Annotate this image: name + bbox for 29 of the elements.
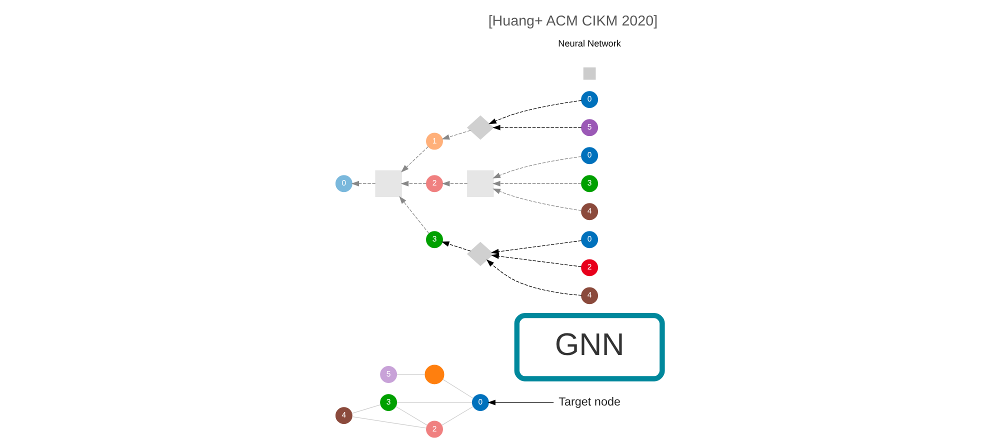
arrow <box>399 196 430 234</box>
connector <box>396 406 428 426</box>
diagram-title: [Huang+ ACM CIKM 2020] <box>488 13 658 30</box>
arrow <box>488 100 582 124</box>
connector <box>352 404 381 414</box>
node-text: Target node <box>558 394 621 408</box>
node-box: GNN <box>514 312 665 381</box>
arrow <box>401 146 429 172</box>
arrow <box>442 130 471 140</box>
node-box <box>467 170 494 196</box>
node-diamond <box>466 114 494 140</box>
legend-label: Neural Network <box>558 38 621 48</box>
arrow <box>492 124 582 130</box>
arrow <box>351 180 376 186</box>
arrow <box>442 180 468 186</box>
arrow <box>491 253 582 267</box>
arrow <box>486 258 582 296</box>
connector <box>442 378 474 398</box>
node-circle <box>424 364 444 384</box>
node-box <box>375 170 402 196</box>
connector <box>441 406 474 426</box>
arrow <box>488 399 554 405</box>
arrow <box>490 240 582 254</box>
arrow <box>492 156 582 178</box>
arrow <box>441 240 471 251</box>
connector <box>352 416 427 428</box>
arrow <box>400 180 427 186</box>
arrow <box>492 180 582 186</box>
arrow <box>492 188 582 210</box>
